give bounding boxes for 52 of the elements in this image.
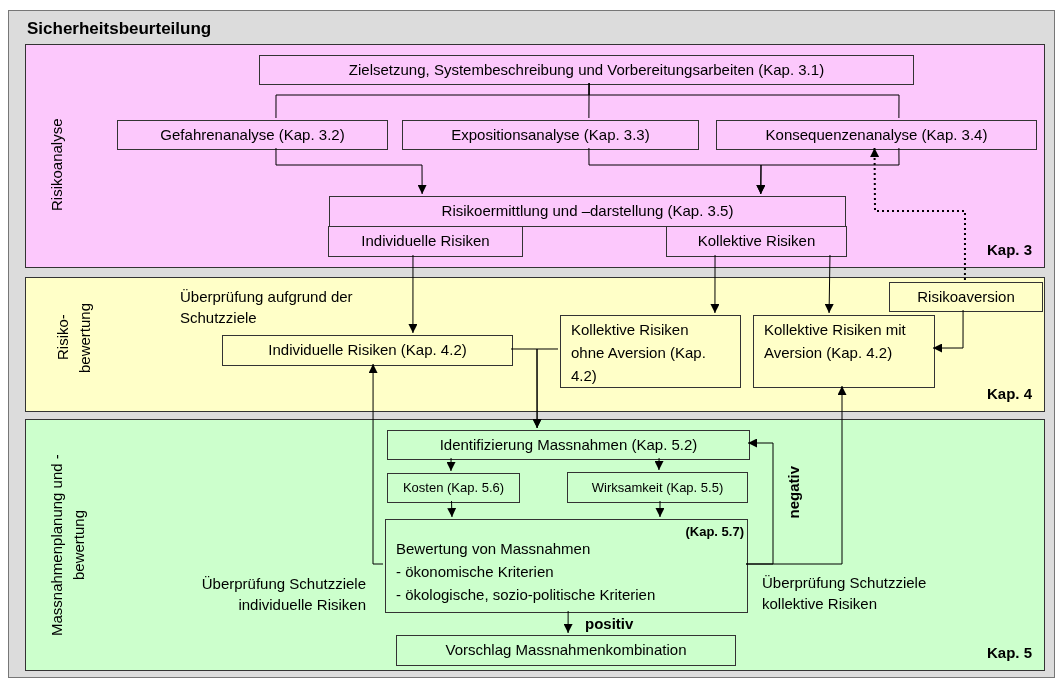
- arrow: [408, 254, 418, 334]
- process-text: Bewertung von Massnahmen: [396, 539, 592, 559]
- process-box: Identifizierung Massnahmen (Kap. 5.2): [387, 430, 750, 460]
- outer-panel: [8, 10, 1055, 678]
- arrow: [745, 438, 774, 565]
- panel-title: Sicherheitsbeurteilung: [27, 18, 212, 40]
- edge-label: positiv: [585, 614, 635, 634]
- arrow: [275, 147, 427, 195]
- process-box: Individuelle Risiken: [328, 226, 523, 257]
- process-text: - ökologische, sozio-politische Kriterien: [396, 585, 657, 605]
- phase-label: Risikoanalyse: [47, 117, 66, 214]
- phase-label: Massnahmenplanung und -bewertung: [47, 453, 88, 638]
- process-box: Konsequenzenanalyse (Kap. 3.4): [716, 120, 1037, 150]
- process-box: Vorschlag Massnahmenkombination: [396, 635, 736, 666]
- edge-label: Überprüfung aufgrund der Schutzziele: [180, 287, 354, 328]
- process-text: - ökonomische Kriterien: [396, 562, 555, 582]
- arrow: [447, 500, 457, 518]
- arrow: [932, 309, 964, 353]
- arrow: [870, 147, 966, 281]
- process-box: Risikoaversion: [889, 282, 1043, 312]
- edge-label: negativ: [784, 466, 801, 519]
- arrow: [710, 254, 720, 314]
- process-box: Kosten (Kap. 5.6): [387, 473, 520, 503]
- arrow: [532, 348, 559, 429]
- arrow: [563, 610, 573, 634]
- connector-line: [588, 82, 900, 119]
- arrow: [824, 254, 834, 314]
- edge-label: Überprüfung Schutzziele individuelle Risiken: [200, 574, 366, 615]
- process-box: Gefahrenanalyse (Kap. 3.2): [117, 120, 388, 150]
- process-box: Individuelle Risiken (Kap. 4.2): [222, 335, 513, 366]
- process-box: Zielsetzung, Systembeschreibung und Vorbereitungsarbeiten (Kap. 3.1): [259, 55, 914, 85]
- phase-label: Risiko- bewertung: [53, 301, 94, 375]
- phase-band: [25, 419, 1045, 671]
- edge-label: Überprüfung Schutzziele kollektive Risiken: [762, 573, 928, 614]
- process-box: Expositionsanalyse (Kap. 3.3): [402, 120, 699, 150]
- process-box: Risikoermittlung und –darstellung (Kap. 3.5): [329, 196, 846, 227]
- phase-band: [25, 44, 1045, 268]
- arrow: [654, 457, 664, 471]
- chapter-label: Kap. 5: [987, 642, 1032, 663]
- arrow: [756, 147, 900, 195]
- chapter-label: Kap. 4: [987, 383, 1032, 404]
- process-box: Kollektive Risiken ohne Aversion (Kap. 4.2): [560, 315, 741, 388]
- arrow: [368, 363, 384, 565]
- process-box: Kollektive Risiken: [666, 226, 847, 257]
- process-box: Kollektive Risiken mit Aversion (Kap. 4.2): [753, 315, 935, 388]
- arrow: [655, 500, 665, 518]
- chapter-reference: (Kap. 5.7): [685, 523, 744, 541]
- process-box: Wirksamkeit (Kap. 5.5): [567, 472, 748, 503]
- arrow: [446, 457, 456, 472]
- phase-band: [25, 277, 1045, 412]
- chapter-label: Kap. 3: [987, 239, 1032, 260]
- process-box: [385, 519, 748, 613]
